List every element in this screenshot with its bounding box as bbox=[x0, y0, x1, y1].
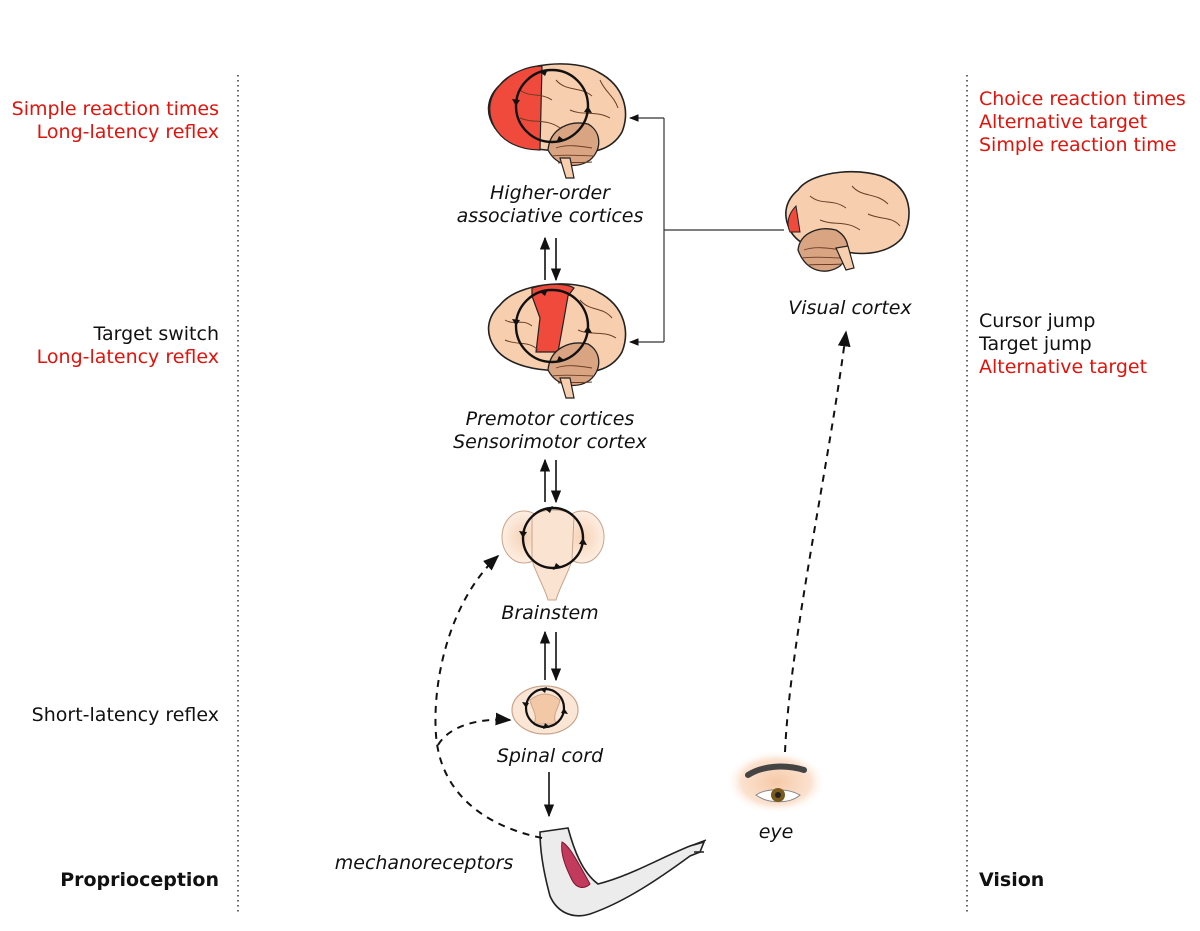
brain-icon bbox=[487, 63, 627, 179]
premotor-label: Sensorimotor cortex bbox=[453, 431, 647, 453]
brain-icon bbox=[487, 283, 627, 399]
vision-label: Vision bbox=[979, 869, 1045, 891]
premotor-label: Premotor cortices bbox=[465, 408, 635, 430]
dashed-pathways bbox=[434, 330, 851, 839]
right-mid-item: Alternative target bbox=[979, 356, 1148, 378]
left-top-item: Long-latency reflex bbox=[36, 121, 219, 143]
spinal-cord-icon bbox=[511, 685, 579, 735]
brainstem-label: Brainstem bbox=[501, 602, 599, 624]
right-top-item: Choice reaction times bbox=[979, 88, 1186, 110]
arm-icon bbox=[539, 827, 707, 917]
left-low-item: Short-latency reflex bbox=[31, 704, 219, 726]
connection-arrows bbox=[539, 236, 562, 818]
mechanoreceptors-label: mechanoreceptors bbox=[334, 852, 514, 874]
brain-icon bbox=[785, 170, 910, 272]
muscle-icon bbox=[561, 841, 591, 888]
higher-order-label: associative cortices bbox=[456, 205, 644, 227]
right-mid-item: Cursor jump bbox=[979, 310, 1096, 332]
eye-label: eye bbox=[758, 821, 794, 843]
visual-connector bbox=[629, 114, 784, 346]
eye-icon bbox=[726, 750, 826, 814]
left-top-item: Simple reaction times bbox=[11, 98, 219, 120]
right-top-item: Simple reaction time bbox=[979, 134, 1177, 156]
proprioception-label: Proprioception bbox=[60, 869, 219, 891]
left-mid-item: Target switch bbox=[93, 323, 219, 345]
right-mid-item: Target jump bbox=[979, 333, 1092, 355]
spinal-cord-label: Spinal cord bbox=[496, 745, 604, 767]
right-top-item: Alternative target bbox=[979, 111, 1148, 133]
visual-cortex-label: Visual cortex bbox=[788, 297, 912, 319]
brainstem-icon bbox=[501, 506, 605, 601]
higher-order-label: Higher-order bbox=[490, 182, 610, 204]
left-mid-item: Long-latency reflex bbox=[36, 346, 219, 368]
